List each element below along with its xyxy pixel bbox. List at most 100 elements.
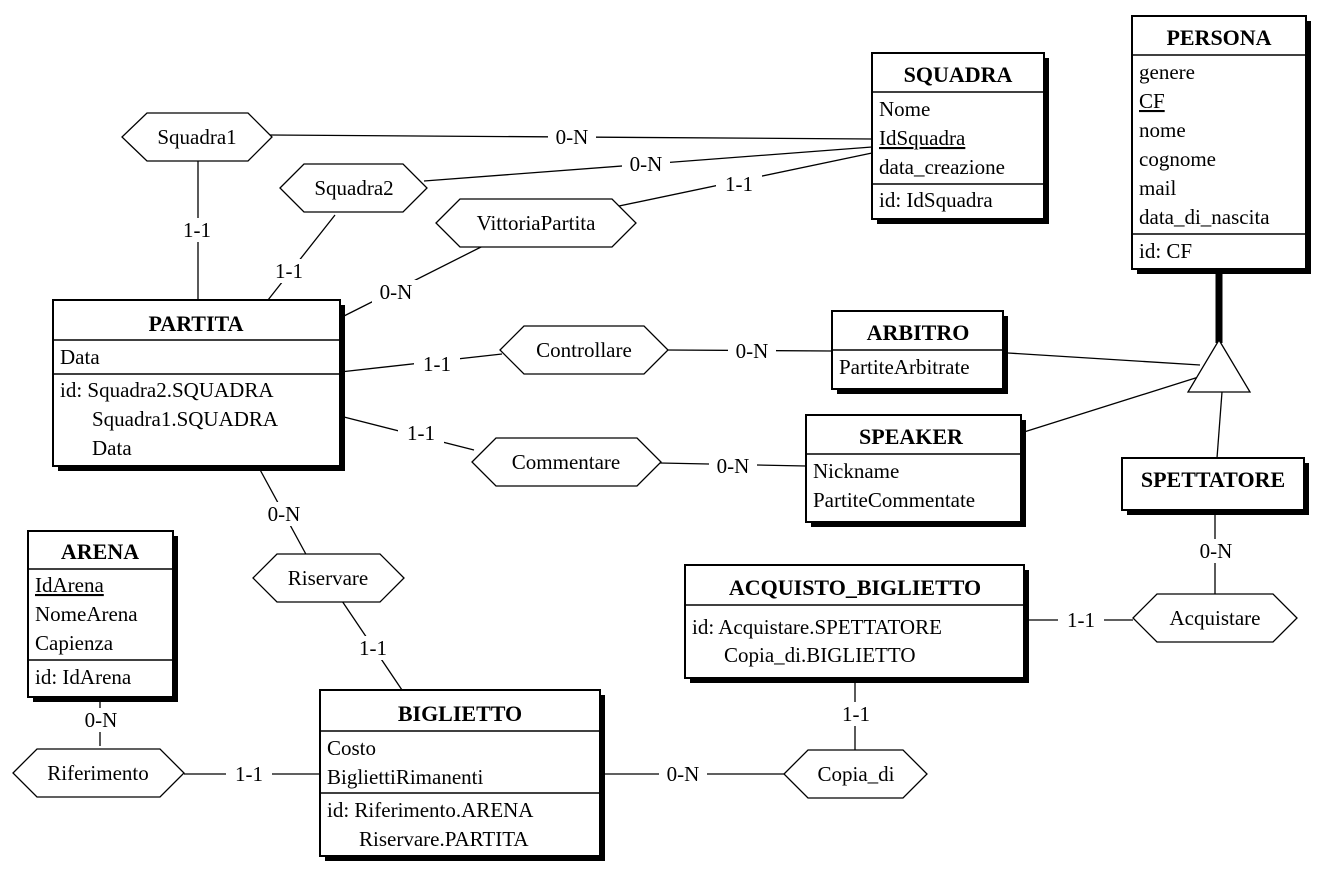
cardinality: 1-1 [235, 762, 263, 786]
entity-biglietto[interactable]: BIGLIETTO Costo BigliettiRimanenti id: R… [319, 689, 605, 861]
attribute: Nome [879, 97, 930, 121]
entity-identifier: id: IdSquadra [879, 188, 993, 212]
entity-identifier: Riservare.PARTITA [359, 827, 529, 851]
entity-persona[interactable]: PERSONA genere CF nome cognome mail data… [1131, 15, 1311, 274]
entity-acquisto-biglietto[interactable]: ACQUISTO_BIGLIETTO id: Acquistare.SPETTA… [684, 564, 1029, 683]
entity-squadra[interactable]: SQUADRA Nome IdSquadra data_creazione id… [871, 52, 1049, 224]
cardinality: 1-1 [359, 636, 387, 660]
entity-box [27, 530, 174, 698]
relationship-shape [499, 325, 669, 375]
cardinality: 0-N [85, 708, 118, 732]
attribute-key: CF [1139, 89, 1165, 113]
entity-title: ACQUISTO_BIGLIETTO [729, 575, 981, 600]
attribute-key: IdArena [35, 573, 104, 597]
relationship-label: Acquistare [1170, 606, 1261, 630]
relationship-shape [12, 748, 185, 798]
entity-identifier: Squadra1.SQUADRA [92, 407, 279, 431]
link-squadra2-partita [267, 214, 336, 301]
cardinality: 1-1 [275, 259, 303, 283]
relationship-riservare[interactable]: Riservare [252, 553, 405, 603]
entity-identifier: Data [92, 436, 132, 460]
cardinality-bg [1192, 539, 1240, 563]
relationship-shape [471, 437, 662, 487]
cardinality-bg [372, 280, 420, 304]
entity-title: ARBITRO [867, 320, 970, 345]
attribute: genere [1139, 60, 1195, 84]
entity-title: PERSONA [1166, 25, 1271, 50]
cardinality-bg [1058, 608, 1104, 632]
relationship-vittoria-partita[interactable]: VittoriaPartita [435, 198, 637, 248]
cardinality: 0-N [380, 280, 413, 304]
relationship-label: Squadra2 [314, 176, 393, 200]
relationship-label: Squadra1 [157, 125, 236, 149]
entity-box [1121, 457, 1305, 511]
relationship-riferimento[interactable]: Riferimento [12, 748, 185, 798]
relationship-label: Riservare [288, 566, 368, 590]
attribute: Capienza [35, 631, 114, 655]
cardinality: 0-N [630, 152, 663, 176]
cardinality-bg [622, 152, 670, 176]
cardinality-bg [548, 125, 596, 149]
cardinality-bg [260, 502, 308, 526]
relationship-commentare[interactable]: Commentare [471, 437, 662, 487]
cardinality: 1-1 [407, 421, 435, 445]
attribute: Costo [327, 736, 376, 760]
attribute: PartiteArbitrate [839, 355, 970, 379]
relationship-shape [435, 198, 637, 248]
relationship-shape [121, 112, 273, 162]
relationship-squadra1[interactable]: Squadra1 [121, 112, 273, 162]
entity-title: BIGLIETTO [398, 701, 522, 726]
cardinality: 0-N [556, 125, 589, 149]
cardinality-bg [77, 708, 125, 732]
entity-title: SPETTATORE [1141, 467, 1285, 492]
entity-spettatore[interactable]: SPETTATORE [1121, 457, 1309, 515]
relationship-acquistare[interactable]: Acquistare [1132, 593, 1298, 643]
relationship-copia-di[interactable]: Copia_di [783, 749, 928, 799]
relationship-label: VittoriaPartita [477, 211, 597, 235]
cardinality-bg [398, 421, 444, 445]
attribute: data_creazione [879, 155, 1005, 179]
isa-triangle [1186, 338, 1252, 393]
attribute: data_di_nascita [1139, 205, 1270, 229]
entity-identifier: id: Acquistare.SPETTATORE [692, 615, 942, 639]
relationship-label: Riferimento [47, 761, 148, 785]
relationship-shape [279, 163, 428, 213]
relationship-squadra2[interactable]: Squadra2 [279, 163, 428, 213]
entity-arbitro[interactable]: ARBITRO PartiteArbitrate [831, 310, 1008, 394]
isa-link-speaker [1023, 374, 1206, 433]
entity-title: PARTITA [149, 311, 244, 336]
attribute: Nickname [813, 459, 899, 483]
cardinality-bg [833, 702, 879, 726]
entity-box [52, 299, 341, 467]
entity-title: SQUADRA [904, 62, 1013, 87]
isa-link-arbitro [1007, 352, 1201, 366]
cardinality: 1-1 [423, 352, 451, 376]
cardinality-labels: 0-N 1-1 0-N 1-1 1-1 0-N 1-1 0-N 1-1 0-N … [77, 125, 1240, 786]
cardinality: 1-1 [725, 172, 753, 196]
relationship-shape [783, 749, 928, 799]
cardinality-bg [226, 762, 272, 786]
entity-arena[interactable]: ARENA IdArena NomeArena Capienza id: IdA… [27, 530, 178, 702]
cardinality: 1-1 [183, 218, 211, 242]
relationship-shape [1132, 593, 1298, 643]
cardinality-bg [716, 172, 762, 196]
relationship-controllare[interactable]: Controllare [499, 325, 669, 375]
entity-partita[interactable]: PARTITA Data id: Squadra2.SQUADRA Squadr… [52, 299, 345, 471]
cardinality-bg [174, 218, 220, 242]
isa-link-spettatore [1216, 391, 1223, 459]
cardinality-bg [728, 339, 776, 363]
attribute-key: IdSquadra [879, 126, 966, 150]
entity-speaker[interactable]: SPEAKER Nickname PartiteCommentate [805, 414, 1026, 527]
entity-box [319, 689, 601, 857]
entity-title: SPEAKER [859, 424, 964, 449]
entity-identifier: id: Riferimento.ARENA [327, 798, 534, 822]
cardinality: 0-N [736, 339, 769, 363]
relationship-label: Commentare [512, 450, 620, 474]
attribute: NomeArena [35, 602, 138, 626]
cardinality-bg [350, 636, 396, 660]
cardinality: 0-N [1200, 539, 1233, 563]
entity-box [1131, 15, 1307, 270]
attribute: PartiteCommentate [813, 488, 975, 512]
cardinality: 1-1 [1067, 608, 1095, 632]
